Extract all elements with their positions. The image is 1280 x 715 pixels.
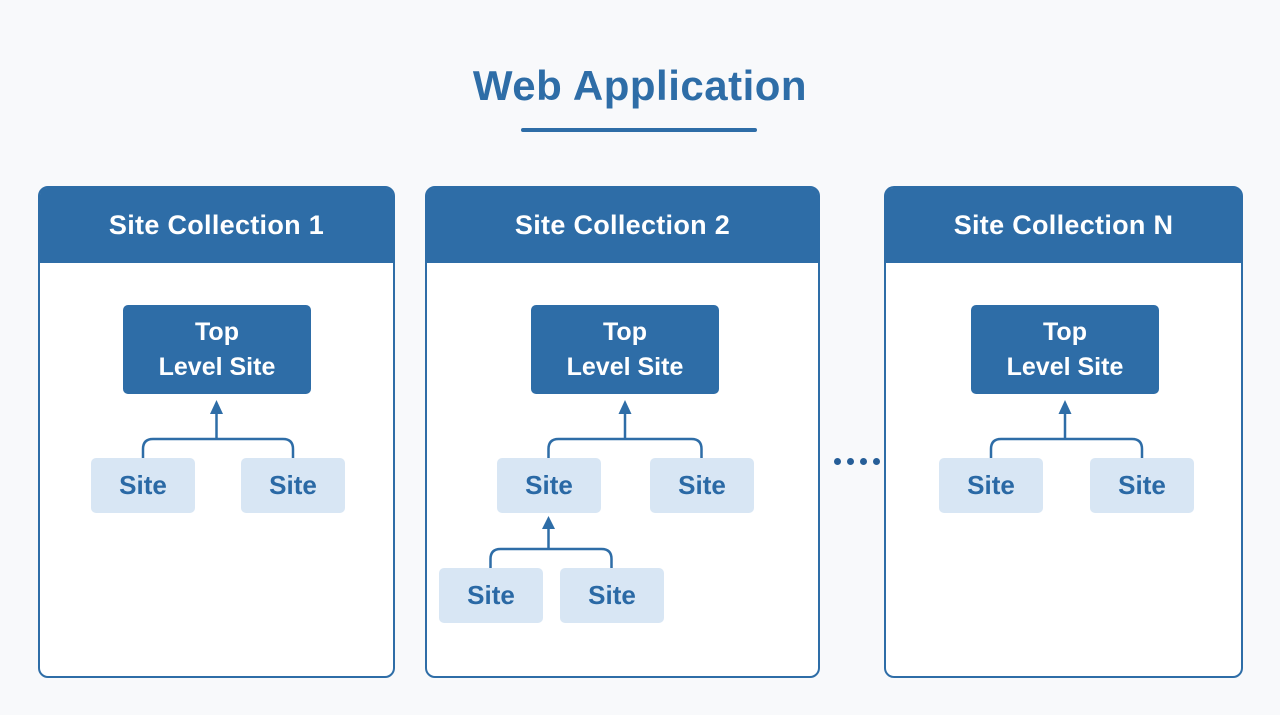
top-level-site-box: Top Level Site [123, 305, 311, 394]
site-label: Site [525, 470, 573, 500]
page-title: Web Application [472, 62, 808, 109]
site-box: Site [939, 458, 1043, 513]
site-collection-2-title: Site Collection 2 [514, 210, 731, 240]
top-level-site-line1: Top [195, 318, 239, 346]
site-label: Site [1118, 470, 1166, 500]
dot [834, 458, 841, 465]
site-label: Site [269, 470, 317, 500]
site-label: Site [967, 470, 1015, 500]
dot [847, 458, 854, 465]
top-level-site-line2: Level Site [1006, 353, 1124, 381]
site-collection-1-title: Site Collection 1 [108, 210, 325, 240]
top-level-site-box: Top Level Site [531, 305, 719, 394]
site-label: Site [678, 470, 726, 500]
connector-arrowhead-icon [618, 400, 632, 414]
site-collection-n-header: Site Collection N [886, 188, 1241, 263]
connector-arrowhead-icon [542, 516, 555, 529]
site-box: Site [91, 458, 195, 513]
site-label: Site [588, 580, 636, 610]
dot [873, 458, 880, 465]
site-label: Site [467, 580, 515, 610]
ellipsis-dots [834, 458, 880, 465]
top-level-site-line2: Level Site [566, 353, 684, 381]
site-collection-n-title: Site Collection N [953, 210, 1174, 240]
top-level-site-box: Top Level Site [971, 305, 1159, 394]
site-box: Site [560, 568, 664, 623]
site-box: Site [439, 568, 543, 623]
dot [860, 458, 867, 465]
title-underline [521, 128, 757, 132]
site-box: Site [497, 458, 601, 513]
site-label: Site [119, 470, 167, 500]
top-level-site-line2: Level Site [158, 353, 276, 381]
top-level-site-line1: Top [1043, 318, 1087, 346]
site-collection-n-card: Site Collection N Top Level Site Site Si… [884, 186, 1243, 678]
site-box: Site [650, 458, 754, 513]
site-collection-2-card: Site Collection 2 Top Level Site Site Si… [425, 186, 820, 678]
site-box: Site [241, 458, 345, 513]
top-level-site-line1: Top [603, 318, 647, 346]
site-collection-1-card: Site Collection 1 Top Level Site Site Si… [38, 186, 395, 678]
connector-arrowhead-icon [1058, 400, 1072, 414]
connector-arrowhead-icon [210, 400, 223, 414]
site-collection-1-header: Site Collection 1 [40, 188, 393, 263]
site-box: Site [1090, 458, 1194, 513]
site-collection-2-header: Site Collection 2 [427, 188, 818, 263]
